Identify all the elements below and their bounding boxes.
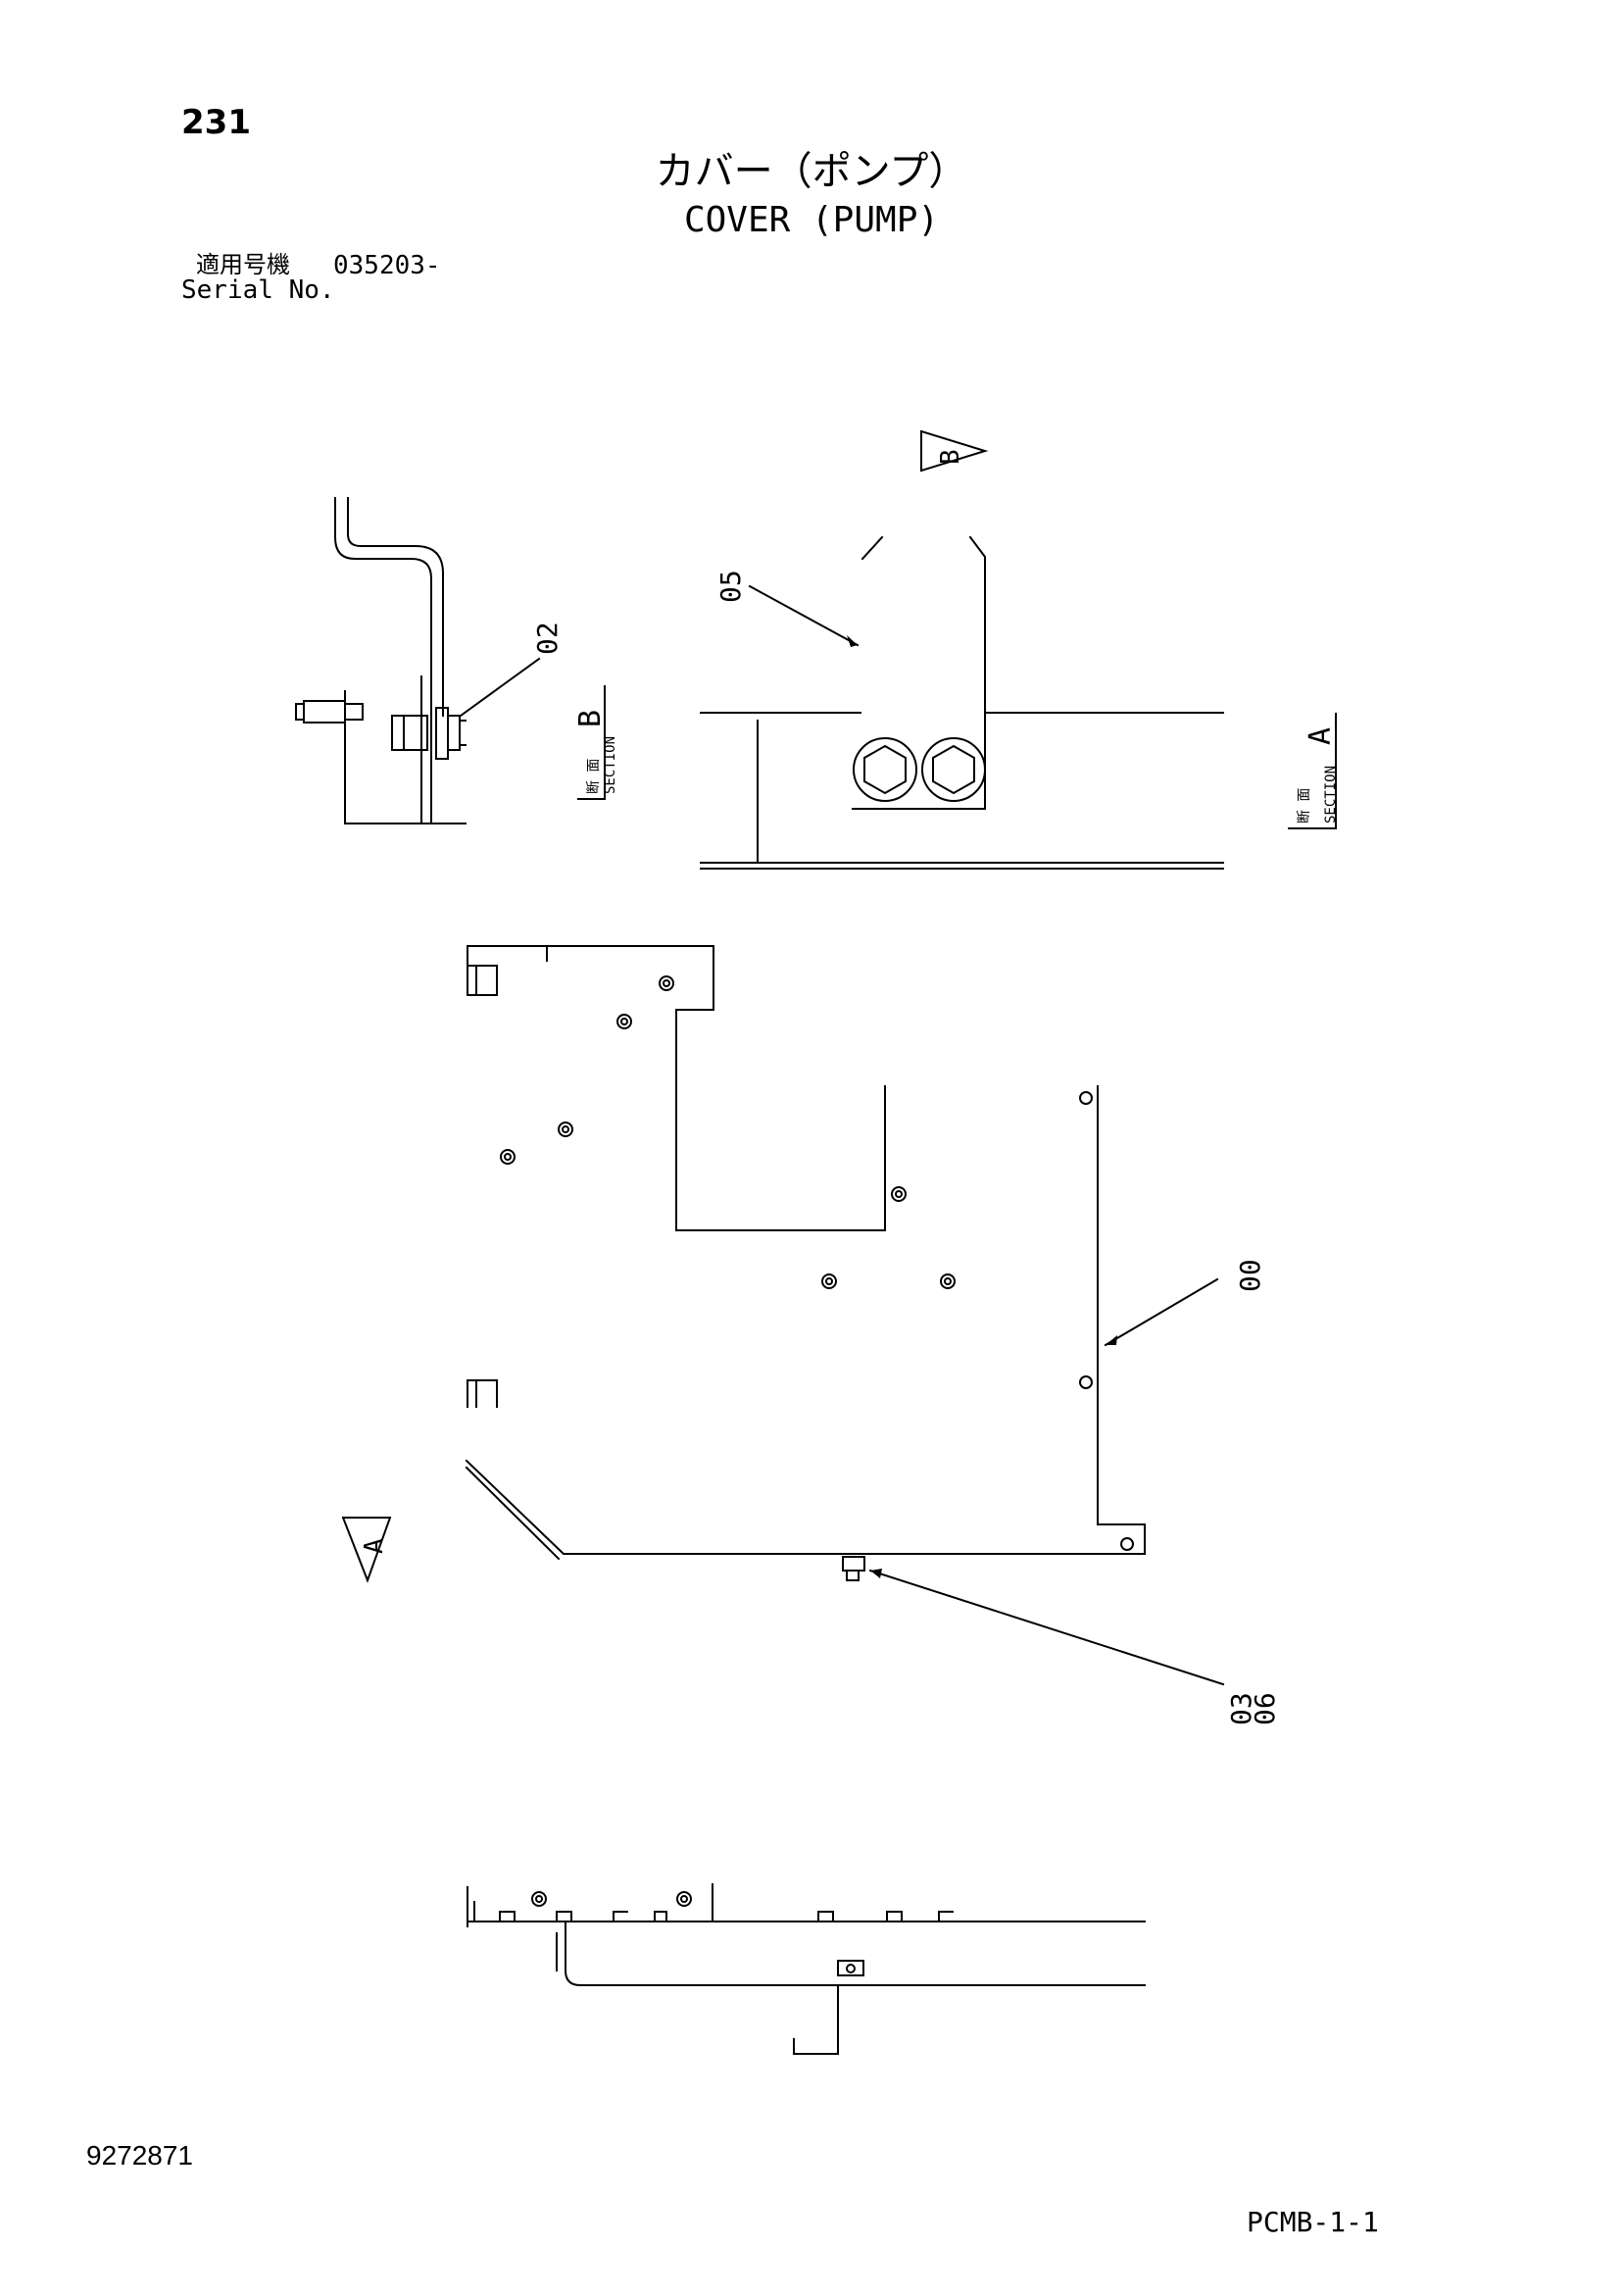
bolt-cap bbox=[295, 703, 305, 721]
side-lower-body bbox=[565, 1922, 1146, 1986]
section-b-detail bbox=[295, 497, 541, 824]
leader-00 bbox=[1104, 1277, 1219, 1347]
section-b-letter: B bbox=[573, 710, 608, 727]
callout-03: 03 bbox=[1225, 1692, 1257, 1725]
section-b-label: B 断 面 SECTION bbox=[573, 685, 618, 800]
section-a-letter: A bbox=[1303, 727, 1338, 745]
main-cover-view bbox=[465, 945, 1225, 1686]
arrow-b-letter: B bbox=[936, 449, 965, 465]
serial-value: 035203- bbox=[333, 251, 441, 280]
slot-top bbox=[467, 965, 498, 996]
serial-label-japanese: 適用号機 bbox=[196, 251, 290, 278]
cover-flange-right bbox=[852, 535, 986, 810]
cover-flange-left bbox=[861, 535, 884, 561]
page-number: 231 bbox=[181, 103, 251, 142]
callout-02: 02 bbox=[531, 622, 564, 655]
washer bbox=[391, 715, 428, 751]
serial-label-english: Serial No. bbox=[181, 275, 335, 305]
bolt-head-right bbox=[921, 737, 986, 802]
bracket-outline bbox=[334, 497, 432, 824]
callout-06: 06 bbox=[1249, 1692, 1281, 1725]
bottom-edge-inner bbox=[465, 1466, 561, 1561]
mount-plate bbox=[344, 690, 467, 824]
bottom-edge bbox=[465, 1459, 1146, 1555]
document-number: 9272871 bbox=[86, 2140, 194, 2171]
side-tabs bbox=[499, 1911, 954, 1922]
arrow-a-letter: A bbox=[360, 1538, 389, 1554]
side-fastener bbox=[837, 1960, 864, 1976]
cover-outline bbox=[467, 945, 886, 1231]
bolt-shank bbox=[344, 703, 364, 721]
bolt-head bbox=[303, 700, 346, 724]
side-hook bbox=[793, 1984, 839, 2055]
leader-05 bbox=[748, 584, 860, 647]
section-a-en: SECTION bbox=[1323, 766, 1339, 824]
right-panel bbox=[1097, 1085, 1146, 1555]
section-a-label: A 断 面 SECTION bbox=[1288, 713, 1339, 829]
section-a-detail bbox=[700, 535, 1224, 870]
section-b-en: SECTION bbox=[603, 736, 618, 794]
bolt-head-left bbox=[853, 737, 917, 802]
bracket-inner bbox=[347, 497, 444, 717]
slot-bottom bbox=[467, 1379, 498, 1408]
leader-03-06 bbox=[868, 1569, 1225, 1686]
section-b-jp: 断 面 bbox=[586, 759, 602, 794]
page-code: PCMB-1-1 bbox=[1247, 2206, 1379, 2238]
section-arrow-a: A bbox=[341, 1516, 392, 1583]
bottom-side-view bbox=[467, 1883, 1146, 2055]
section-arrow-b: B bbox=[919, 429, 989, 473]
fastener-holes bbox=[500, 975, 1134, 1551]
section-a-jp: 断 面 bbox=[1297, 788, 1312, 824]
title-japanese: カバー（ポンプ） bbox=[655, 149, 968, 194]
leader-02 bbox=[459, 657, 541, 718]
title-english: COVER (PUMP) bbox=[683, 200, 940, 240]
bottom-fastener bbox=[842, 1556, 865, 1572]
callout-05: 05 bbox=[714, 570, 747, 603]
callout-00: 00 bbox=[1234, 1259, 1266, 1292]
nut-outer bbox=[447, 715, 461, 751]
